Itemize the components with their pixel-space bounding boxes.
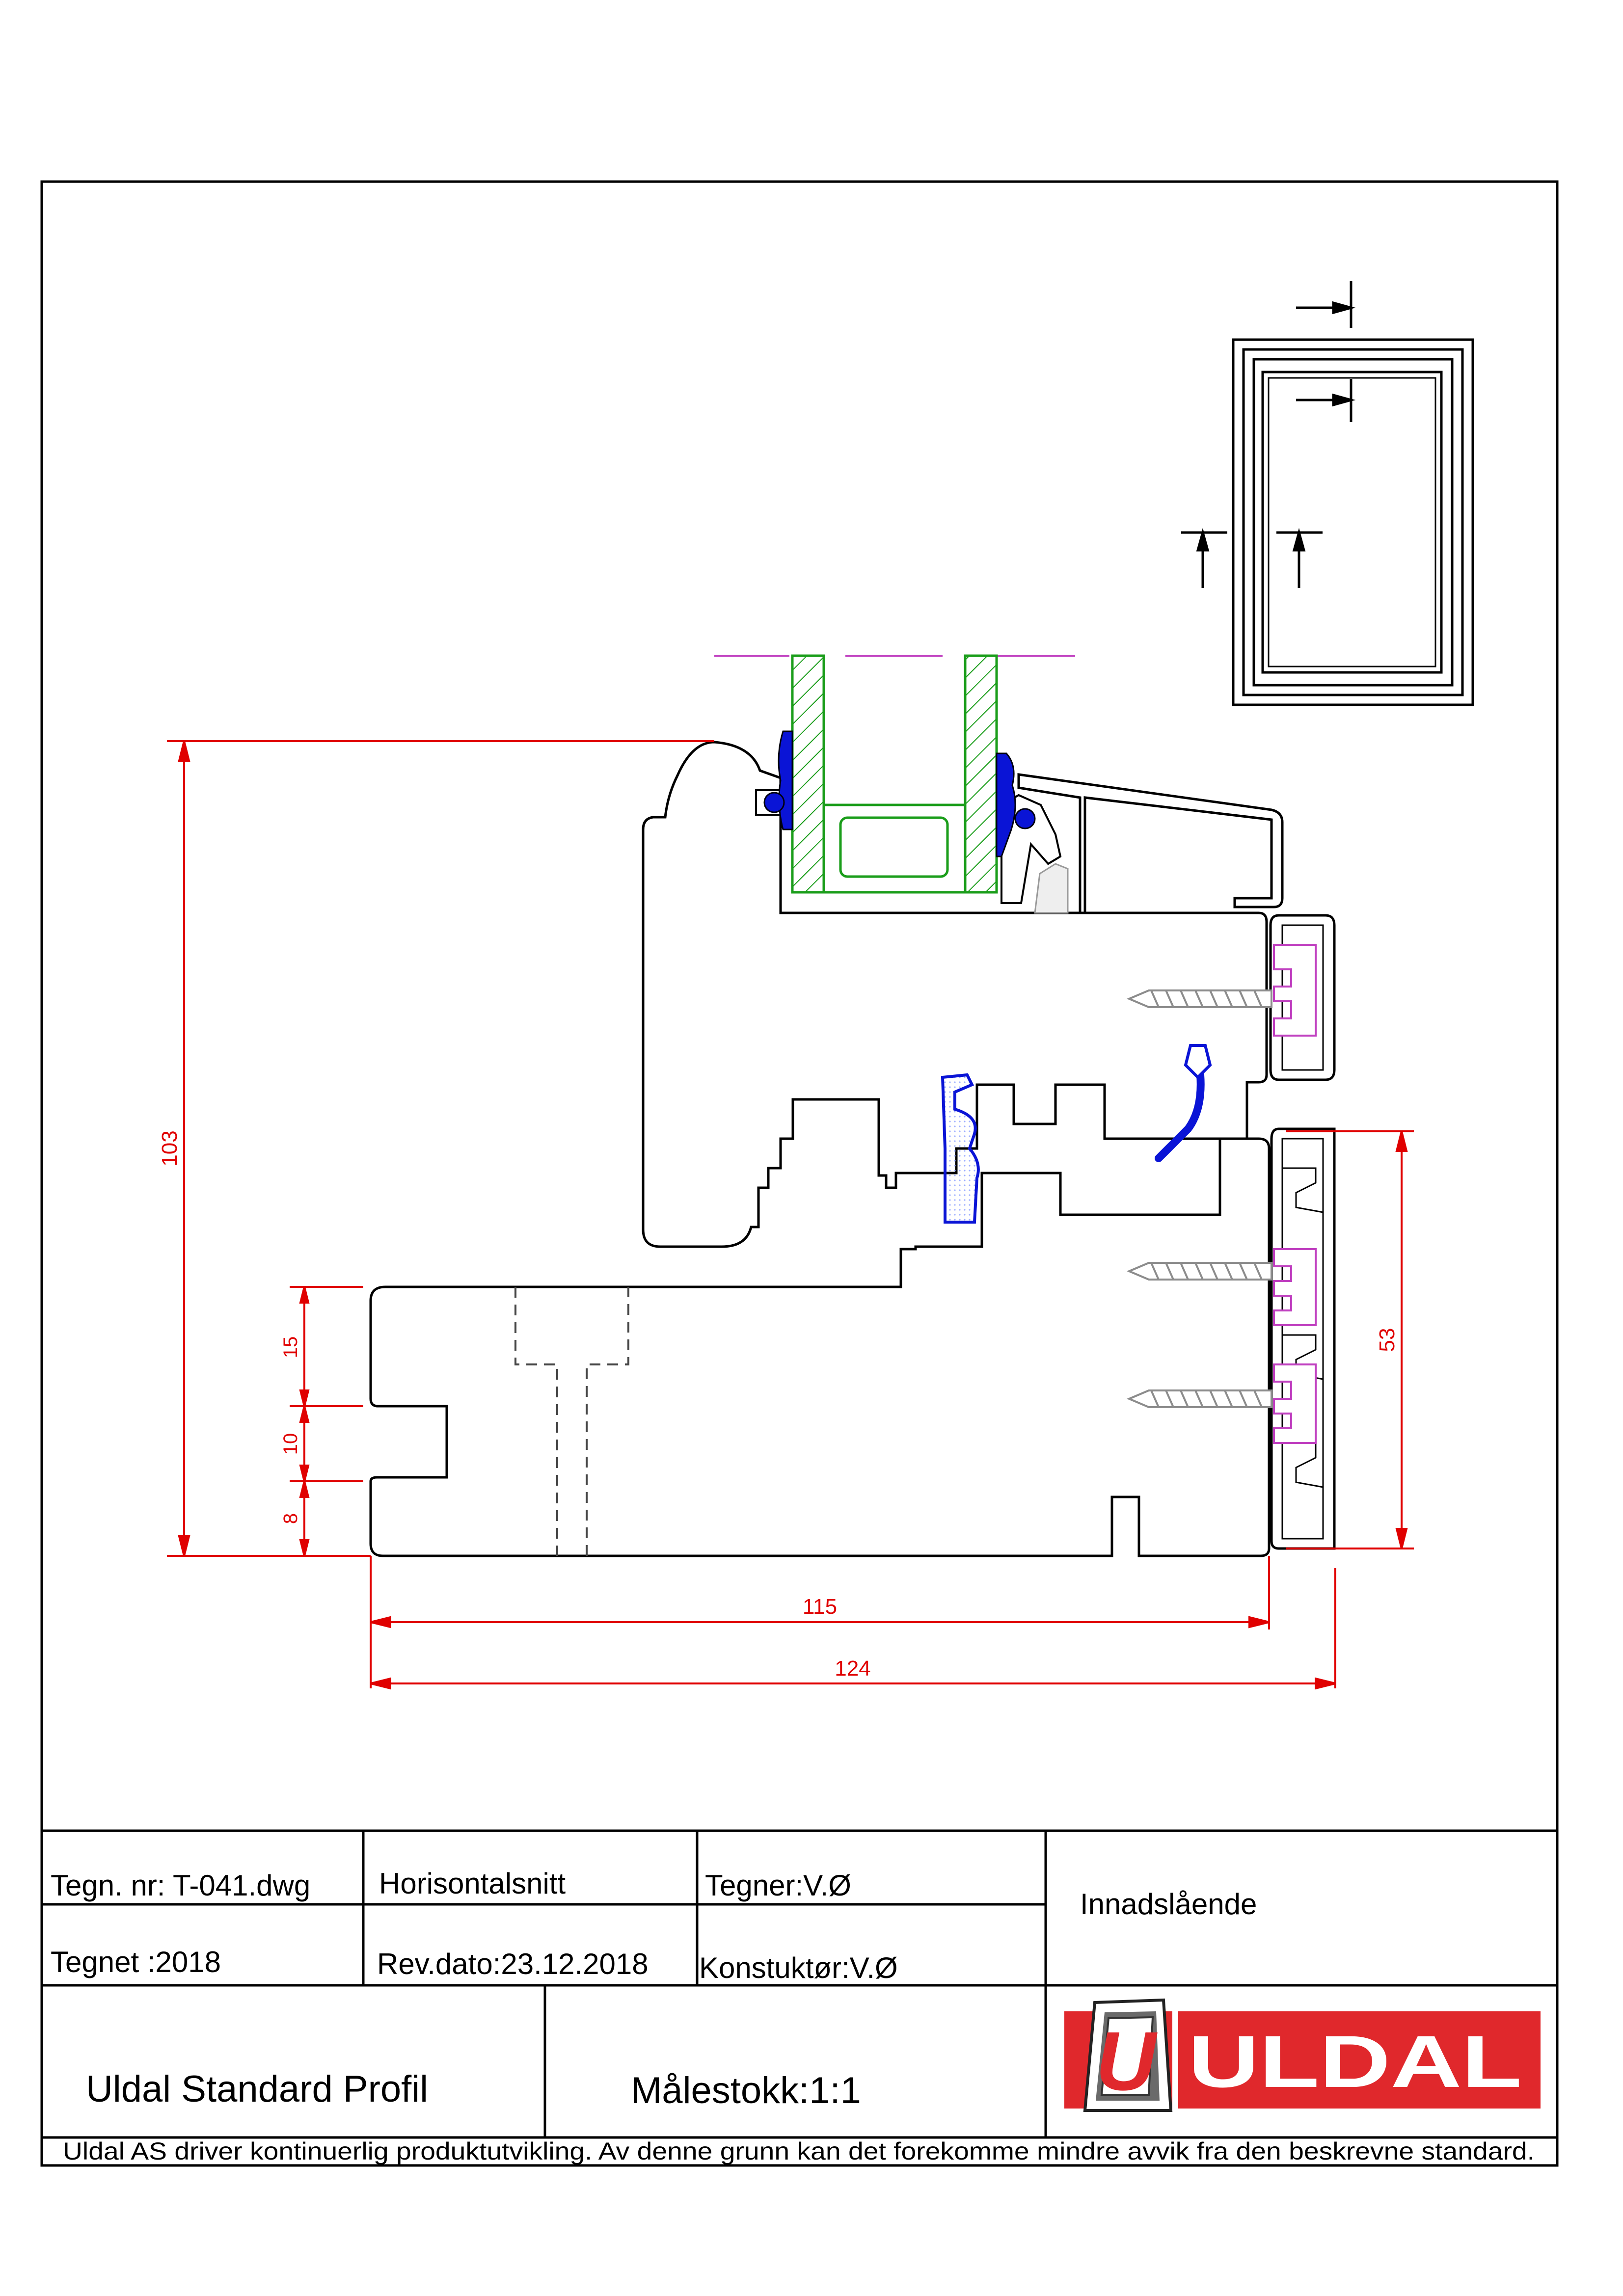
profile-name: Uldal Standard Profil — [86, 2068, 428, 2110]
section-marker-icon — [1181, 281, 1356, 588]
dimension-inner-width: 115 — [803, 1595, 837, 1619]
drawing-scale: Målestokk:1:1 — [631, 2070, 861, 2111]
drawn-by: Tegner:V.Ø — [705, 1869, 851, 1902]
glazing-bead-foot — [1034, 863, 1069, 914]
dimension-slot-top: 15 — [280, 1336, 301, 1359]
frame-seal-head — [1184, 1044, 1212, 1080]
frame-seal-gasket — [1155, 1071, 1205, 1162]
sash-profile — [642, 741, 1268, 1248]
frame-profile — [369, 1137, 1271, 1557]
section-type: Horisontalsnitt — [379, 1867, 566, 1900]
logo-letter: U — [1096, 2015, 1158, 2108]
logo-wordmark: ULDAL — [1188, 2020, 1522, 2103]
fitting-plate-lower — [1270, 1127, 1336, 1550]
insulated-glass-unit — [791, 654, 998, 894]
window-elevation-icon — [1232, 338, 1474, 706]
aluminium-glazing-bead — [1017, 773, 1284, 914]
title-block — [42, 1829, 1557, 2139]
dimension-lines — [167, 740, 1414, 1690]
sash-seal-gasket — [941, 1073, 980, 1224]
glazing-gaskets — [763, 730, 1036, 857]
dimension-outer-width: 124 — [835, 1656, 870, 1681]
fitting-hardware — [1273, 944, 1317, 1444]
disclaimer: Uldal AS driver kontinuerlig produktutvi… — [63, 2137, 1535, 2165]
revision-date: Rev.dato:23.12.2018 — [377, 1948, 649, 1980]
dimension-slot-bottom: 8 — [280, 1513, 301, 1524]
opening-type: Innadslående — [1080, 1888, 1257, 1921]
dimension-slot-middle: 10 — [280, 1433, 301, 1455]
uldal-logo: U ULDAL — [1064, 1998, 1541, 2112]
fixing-screws — [1126, 989, 1272, 1408]
designer: Konstuktør:V.Ø — [699, 1951, 898, 1984]
dimension-total-height: 103 — [158, 1130, 182, 1166]
dimension-right-height: 53 — [1375, 1328, 1399, 1352]
logo-window-icon — [1083, 1998, 1173, 2112]
drawn-year: Tegnet :2018 — [51, 1946, 221, 1978]
drawing-number: Tegn. nr: T-041.dwg — [51, 1869, 310, 1902]
dowel-hidden-line — [514, 1287, 629, 1556]
sheet-border — [40, 180, 1559, 2167]
